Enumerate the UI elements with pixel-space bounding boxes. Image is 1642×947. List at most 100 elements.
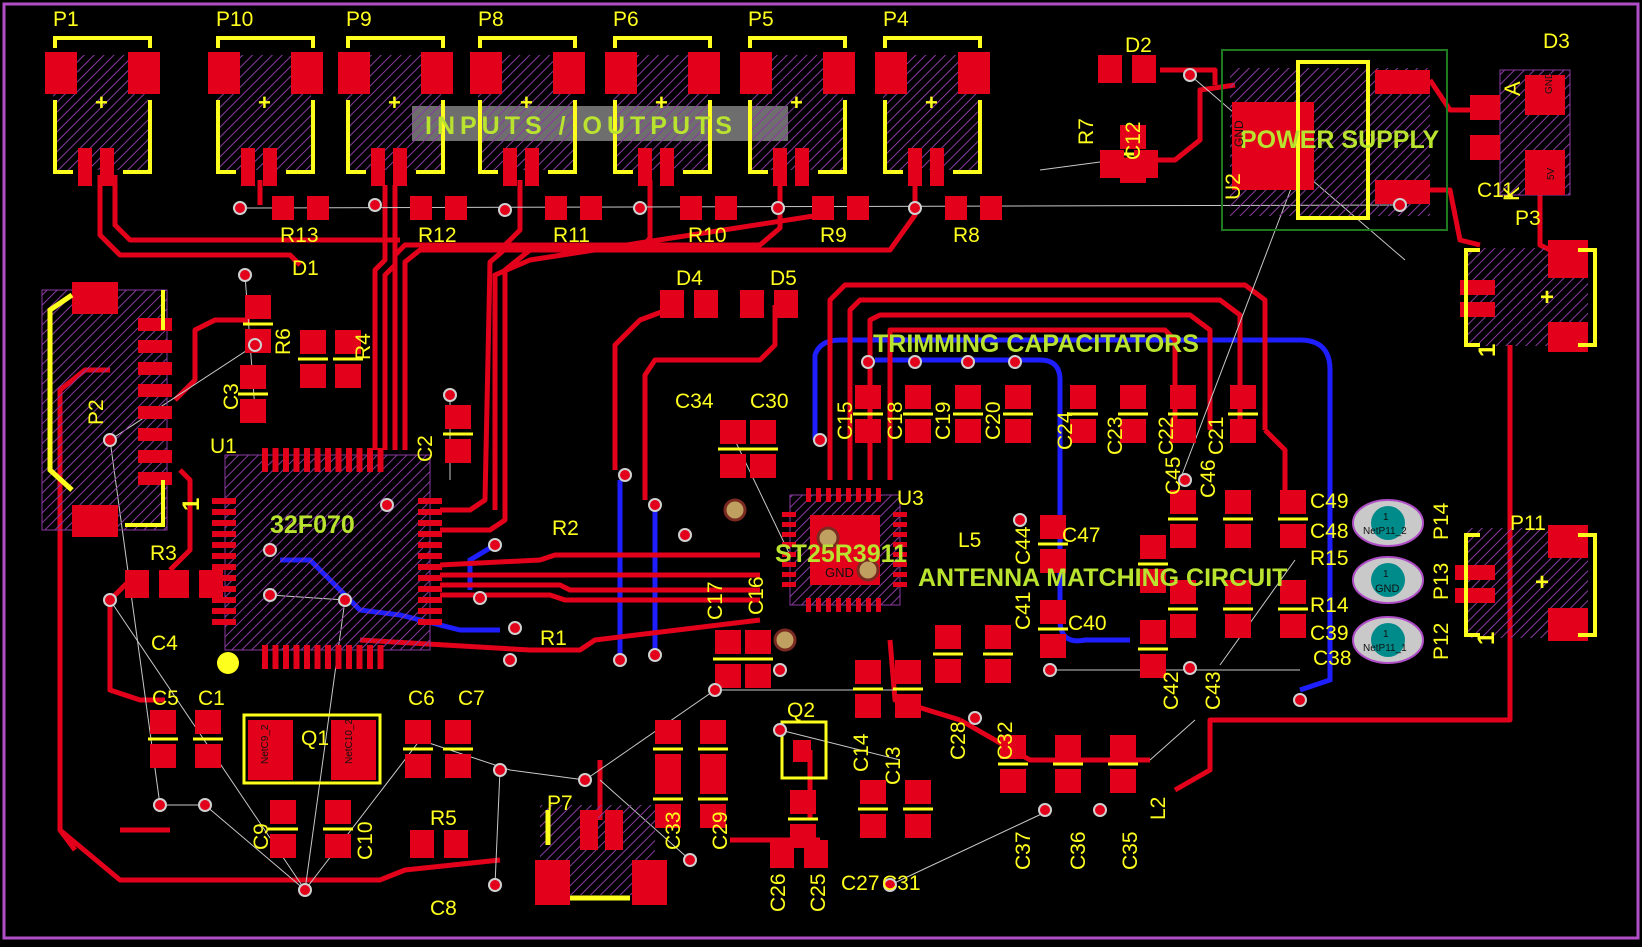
smd-pad-pair[interactable] bbox=[903, 385, 933, 443]
power-supply-block[interactable] bbox=[1221, 49, 1571, 231]
via bbox=[678, 528, 692, 542]
connector-label-p6: P6 bbox=[613, 8, 639, 31]
connector-label-p9: P9 bbox=[346, 8, 372, 31]
smd-pad-pair[interactable] bbox=[933, 625, 963, 683]
smd-pad-pair[interactable] bbox=[1138, 535, 1168, 593]
connector-p11[interactable] bbox=[1455, 525, 1597, 641]
smd-pad-pair[interactable] bbox=[1168, 580, 1198, 638]
smd-pad-pair[interactable] bbox=[660, 290, 718, 318]
designator-c30: C30 bbox=[750, 390, 789, 413]
smd-pad-pair[interactable] bbox=[1100, 150, 1158, 178]
smd-pad-pair[interactable] bbox=[653, 720, 683, 778]
connector-p8[interactable]: +P8 bbox=[470, 8, 585, 186]
smd-pad-pair[interactable] bbox=[893, 660, 923, 718]
connector-p5[interactable]: +P5 bbox=[740, 8, 855, 186]
smd-pad-pair[interactable] bbox=[268, 800, 298, 858]
resistor-r11[interactable]: R11 bbox=[545, 196, 602, 247]
smd-pad-pair[interactable] bbox=[1118, 385, 1148, 443]
smd-pad-pair[interactable] bbox=[858, 780, 888, 838]
connector-p6[interactable]: +P6 bbox=[605, 8, 720, 186]
test-pads[interactable] bbox=[1352, 499, 1424, 664]
designator-c49: C49 bbox=[1310, 490, 1349, 513]
smd-pad-pair[interactable] bbox=[903, 780, 933, 838]
connector-p2[interactable] bbox=[41, 282, 172, 537]
via bbox=[1043, 663, 1057, 677]
section-label-io: INPUTS / OUTPUTS bbox=[425, 112, 737, 140]
smd-pad-pair[interactable] bbox=[740, 290, 798, 318]
smd-pad-pair[interactable] bbox=[1108, 735, 1138, 793]
connector-label-p4: P4 bbox=[883, 8, 909, 31]
smd-pad-pair[interactable] bbox=[698, 720, 728, 778]
smd-pad-pair[interactable] bbox=[443, 720, 473, 778]
smd-pad-pair[interactable] bbox=[853, 385, 883, 443]
transistor-q2[interactable] bbox=[780, 720, 828, 780]
designator-c43: C43 bbox=[1202, 671, 1225, 710]
smd-pad-pair[interactable] bbox=[718, 420, 748, 478]
smd-pad-pair[interactable] bbox=[298, 330, 328, 388]
smd-pad-pair[interactable] bbox=[1223, 580, 1253, 638]
smd-pad-pair[interactable] bbox=[748, 420, 778, 478]
smd-pad-pair[interactable] bbox=[1003, 385, 1033, 443]
smd-pad-pair[interactable] bbox=[953, 385, 983, 443]
via bbox=[1013, 513, 1027, 527]
resistor-r8[interactable]: R8 bbox=[945, 196, 1002, 247]
smd-pad-pair[interactable] bbox=[1168, 490, 1198, 548]
designator-c14: C14 bbox=[850, 733, 873, 772]
connector-p9[interactable]: + P9 bbox=[338, 8, 453, 186]
smd-pad-pair[interactable] bbox=[1068, 385, 1098, 443]
smd-pad-pair[interactable] bbox=[1138, 620, 1168, 678]
smd-pad-pair[interactable] bbox=[1168, 385, 1198, 443]
connector-p4[interactable]: +P4 bbox=[875, 8, 990, 186]
designator-c22: C22 bbox=[1155, 416, 1178, 455]
smd-pad-pair[interactable] bbox=[998, 735, 1028, 793]
smd-pad-pair[interactable] bbox=[148, 710, 178, 768]
smd-pad-pair[interactable] bbox=[983, 625, 1013, 683]
smd-pad-pair[interactable] bbox=[1098, 55, 1156, 83]
designator-c48: C48 bbox=[1310, 520, 1349, 543]
smd-pad-pair[interactable] bbox=[238, 365, 268, 423]
smd-pad-pair[interactable] bbox=[165, 570, 223, 598]
d3-cathode-label: K bbox=[1499, 186, 1524, 201]
resistor-r13[interactable]: R13 bbox=[272, 196, 329, 247]
resistor-r9[interactable]: R9 bbox=[812, 196, 869, 247]
smd-pad-pair[interactable] bbox=[713, 630, 743, 688]
connector-p10[interactable]: +P10 bbox=[208, 8, 323, 186]
smd-pad-pair[interactable] bbox=[333, 330, 363, 388]
designator-c11: C11 bbox=[1477, 179, 1514, 202]
resistor-r12[interactable]: R12 bbox=[410, 196, 467, 247]
nfc-chip-u3[interactable] bbox=[782, 488, 907, 612]
smd-pad-pair[interactable] bbox=[1038, 600, 1068, 658]
connector-p7[interactable] bbox=[535, 805, 667, 905]
crystal-q1[interactable] bbox=[242, 713, 382, 785]
connector-plus-label: + bbox=[520, 90, 533, 115]
connector-p1[interactable]: +P1 bbox=[45, 8, 160, 186]
d3-5v-label: 5V bbox=[1546, 167, 1557, 180]
smd-pad-pair[interactable] bbox=[1278, 490, 1308, 548]
smd-pad-pair[interactable] bbox=[653, 770, 683, 828]
smd-pad-pair[interactable] bbox=[853, 660, 883, 718]
smd-pad-pair[interactable] bbox=[1038, 515, 1068, 573]
connector-p3[interactable] bbox=[1460, 240, 1597, 352]
smd-pad-pair[interactable] bbox=[403, 720, 433, 778]
pin1-marker bbox=[217, 652, 239, 674]
smd-pad-pair[interactable] bbox=[788, 790, 818, 848]
smd-pad-pair[interactable] bbox=[1228, 385, 1258, 443]
connector-plus-label: + bbox=[388, 90, 401, 115]
smd-pad-pair[interactable] bbox=[743, 630, 773, 688]
mcu-u1[interactable] bbox=[212, 448, 442, 669]
smd-pad-pair[interactable] bbox=[1053, 735, 1083, 793]
designator-c15: C15 bbox=[834, 401, 857, 440]
smd-pad-pair[interactable] bbox=[698, 770, 728, 828]
resistor-r10[interactable]: R10 bbox=[680, 196, 737, 247]
smd-pad-pair[interactable] bbox=[1223, 490, 1253, 548]
p11-plus-label: + bbox=[1535, 569, 1549, 596]
smd-pad-pair[interactable] bbox=[410, 830, 468, 858]
smd-pad-pair[interactable] bbox=[1278, 580, 1308, 638]
smd-pad-pair[interactable] bbox=[323, 800, 353, 858]
designator-c40: C40 bbox=[1068, 612, 1107, 635]
smd-pad-pair[interactable] bbox=[193, 710, 223, 768]
smd-pad-pair[interactable] bbox=[770, 840, 828, 868]
smd-pad-pair[interactable] bbox=[443, 405, 473, 463]
resistor-label-r10: R10 bbox=[688, 224, 727, 247]
